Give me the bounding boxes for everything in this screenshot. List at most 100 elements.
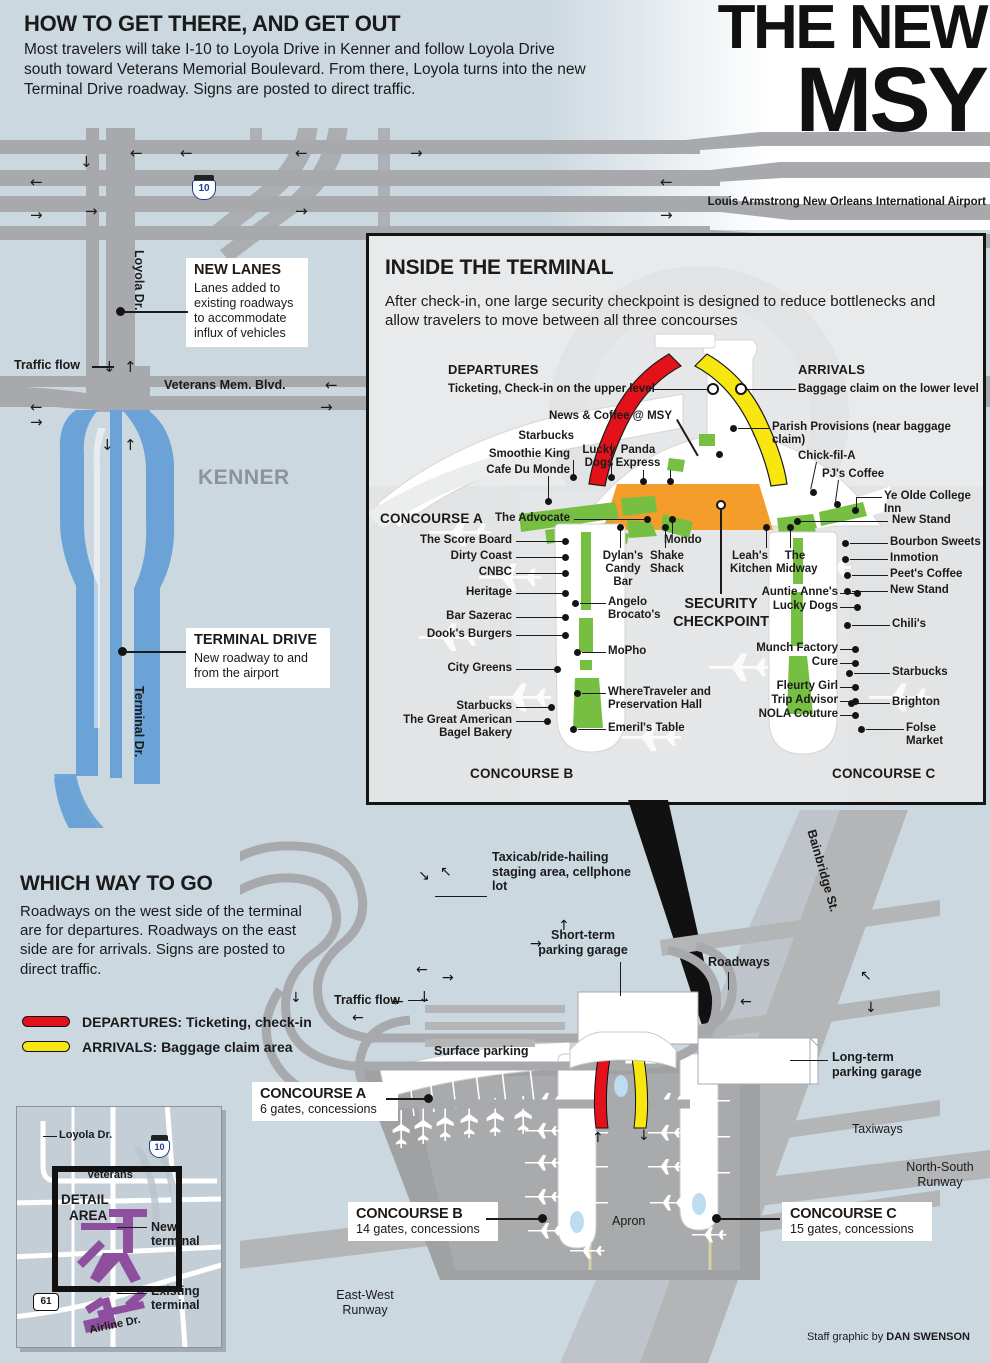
- leader-dot: [844, 588, 851, 595]
- leader-dot: [834, 501, 841, 508]
- label-mopho: MoPho: [608, 645, 647, 657]
- traffic-arrow: ←: [660, 173, 673, 191]
- callout-title: NEW LANES: [194, 262, 281, 278]
- svg-text:→: →: [530, 936, 542, 952]
- shield-number: 61: [40, 1296, 52, 1307]
- legend-swatch-departures: [22, 1016, 70, 1027]
- leader-dot: [852, 712, 859, 719]
- leader-dot: [617, 524, 624, 531]
- concourse-c-label-panel: CONCOURSE C: [832, 766, 936, 781]
- label-great-american-bagel-bakery: The Great American Bagel Bakery: [403, 714, 512, 739]
- traffic-arrow: ←: [295, 144, 308, 162]
- legend-swatch-arrivals: [22, 1041, 70, 1052]
- veterans-blvd-label: Veterans Mem. Blvd.: [164, 378, 286, 392]
- departures-subtitle: Ticketing, Check-in on the upper level: [448, 383, 655, 395]
- departures-node: [707, 383, 719, 395]
- svg-text:↓: ↓: [638, 1128, 650, 1144]
- legend-label-arrivals: ARRIVALS: Baggage claim area: [82, 1039, 293, 1055]
- callout-concourse-a: CONCOURSE A 6 gates, concessions: [252, 1082, 398, 1121]
- label-brighton: Brighton: [892, 696, 940, 708]
- traffic-arrow: →: [30, 413, 43, 431]
- leader-dot: [562, 554, 569, 561]
- callout-body: New roadway to and from the airport: [194, 650, 308, 680]
- label-wheretraveler-preservation-hall: WhereTraveler and Preservation Hall: [608, 686, 711, 711]
- label-smoothie-king: Smoothie King: [488, 448, 570, 460]
- callout-subtitle: 14 gates, concessions: [356, 1222, 480, 1236]
- traffic-arrow: ←: [180, 144, 193, 162]
- inset-existing-terminal-l1: Existing: [151, 1284, 200, 1298]
- leader-dot: [669, 516, 676, 523]
- inset-new-terminal-l2: terminal: [151, 1234, 200, 1248]
- leader-dot: [842, 556, 849, 563]
- logo-subtitle: Louis Armstrong New Orleans Internationa…: [707, 196, 986, 208]
- arrivals-subtitle: Baggage claim on the lower level: [798, 383, 979, 395]
- label-starbucks-upper: Starbucks: [518, 430, 574, 442]
- surface-parking-label: Surface parking: [434, 1044, 529, 1058]
- apron-label: Apron: [612, 1214, 646, 1228]
- leader-dot: [730, 425, 737, 432]
- arrivals-node: [735, 383, 747, 395]
- svg-text:←: ←: [392, 994, 404, 1010]
- leader-dot: [712, 1214, 721, 1223]
- callout-subtitle: 15 gates, concessions: [790, 1222, 914, 1236]
- airport-map: ←→ ←← →← ↖↓ ↘↖ ↑↓↑ ↓: [240, 810, 990, 1363]
- label-munch-factory: Munch Factory: [756, 642, 838, 654]
- label-new-stand-c: New Stand: [890, 584, 949, 596]
- arrivals-title: ARRIVALS: [798, 362, 866, 377]
- leader-dot: [562, 614, 569, 621]
- leader-dot: [574, 649, 581, 656]
- shield-number: 10: [198, 183, 210, 194]
- leader-dot: [794, 518, 801, 525]
- label-the-advocate: The Advocate: [495, 512, 570, 524]
- svg-text:→: →: [442, 970, 454, 986]
- which-way-title: WHICH WAY TO GO: [20, 872, 213, 895]
- leader-dot: [848, 700, 855, 707]
- label-peets-coffee: Peet's Coffee: [890, 568, 963, 580]
- callout-concourse-c: CONCOURSE C 15 gates, concessions: [782, 1202, 932, 1241]
- legend-label-departures: DEPARTURES: Ticketing, check-in: [82, 1014, 312, 1030]
- panel-subtitle: After check-in, one large security check…: [385, 293, 936, 330]
- kenner-label: KENNER: [198, 466, 290, 489]
- label-cnbc: CNBC: [478, 566, 512, 578]
- leader-dot: [854, 604, 861, 611]
- label-cafe-du-monde: Cafe Du Monde: [486, 464, 570, 476]
- panel-title: INSIDE THE TERMINAL: [385, 256, 614, 279]
- label-ye-olde-college-inn: Ye Olde College Inn: [884, 490, 971, 515]
- label-folse-market: Folse Market: [906, 722, 944, 747]
- svg-text:←: ←: [416, 962, 428, 978]
- callout-subtitle: 6 gates, concessions: [260, 1102, 377, 1116]
- svg-text:←: ←: [352, 1010, 364, 1026]
- leader-dot: [562, 590, 569, 597]
- us-61-shield: 61: [33, 1293, 59, 1311]
- panel-pointer: [628, 800, 724, 1056]
- svg-text:↑: ↑: [592, 1130, 604, 1146]
- svg-text:←: ←: [740, 994, 752, 1010]
- leader-dot: [844, 622, 851, 629]
- callout-body: Lanes added to existing roadways to acco…: [194, 280, 294, 340]
- label-trip-advisor: Trip Advisor: [771, 694, 838, 706]
- callout-title: TERMINAL DRIVE: [194, 632, 317, 648]
- leader-dot: [787, 524, 794, 531]
- label-starbucks-c: Starbucks: [892, 666, 948, 678]
- label-pjs-coffee: PJ's Coffee: [822, 468, 885, 480]
- leader-dot: [562, 538, 569, 545]
- label-heritage: Heritage: [465, 586, 512, 598]
- label-city-greens: City Greens: [447, 662, 512, 674]
- leader-dot: [118, 647, 127, 656]
- label-new-stand-a: New Stand: [892, 514, 951, 526]
- interstate-10-shield: 10: [192, 175, 216, 201]
- traffic-arrow: ↓: [418, 988, 431, 1006]
- label-angelo-brocatos: Angelo Brocato's: [608, 596, 661, 621]
- traffic-arrow: ←: [30, 173, 43, 191]
- shield-number: 10: [154, 1142, 165, 1152]
- security-checkpoint-label-1: SECURITY: [684, 596, 758, 612]
- label-fleurty-girl: Fleurty Girl: [776, 680, 838, 692]
- label-nola-couture: NOLA Couture: [758, 708, 838, 720]
- roadways-label: Roadways: [708, 955, 770, 969]
- leader-dot: [570, 474, 577, 481]
- inside-terminal-panel: [366, 233, 986, 805]
- callout-new-lanes: NEW LANES Lanes added to existing roadwa…: [186, 258, 308, 348]
- long-term-garage-label: Long-term parking garage: [832, 1050, 922, 1079]
- leader-dot: [570, 726, 577, 733]
- label-the-midway: The Midway: [776, 550, 818, 575]
